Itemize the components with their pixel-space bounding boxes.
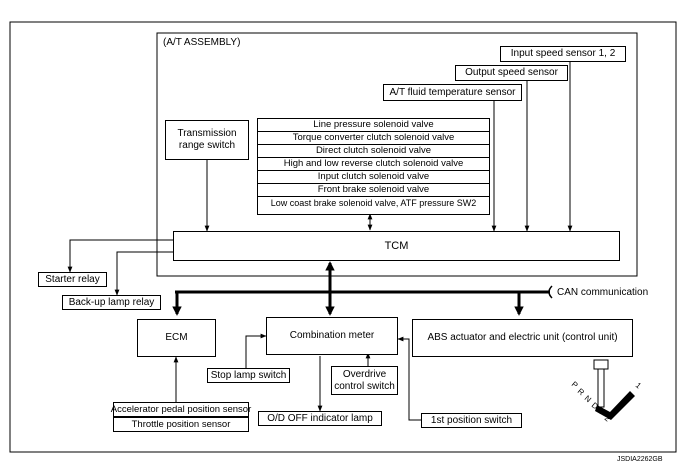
can-bus-end	[548, 285, 553, 299]
gear-letter-r: R	[576, 387, 586, 398]
gear-letter-3: 3	[597, 407, 607, 417]
gear-letter-d: D	[590, 401, 600, 412]
combination-meter: Combination meter	[266, 317, 398, 355]
backup-lamp-relay: Back-up lamp relay	[62, 295, 161, 310]
wire-stop-lamp	[245, 333, 267, 368]
gear-letter-2: 2	[603, 414, 613, 424]
figure-code: JSDIA2262GB	[617, 456, 663, 463]
range-switch-line1: Transmission	[177, 128, 237, 139]
can-communication-label: CAN communication	[557, 287, 649, 298]
gear-letters: P R N D 3 2 1	[570, 380, 644, 424]
od-off-indicator-lamp: O/D OFF indicator lamp	[258, 411, 382, 426]
shift-lever-icon	[593, 359, 635, 420]
input-speed-sensor: Input speed sensor 1, 2	[500, 46, 626, 62]
gear-letter-n: N	[583, 394, 593, 405]
valve-front-brake: Front brake solenoid valve	[258, 184, 489, 197]
valve-torque-converter: Torque converter clutch solenoid valve	[258, 132, 489, 145]
gear-letter-p: P	[570, 380, 580, 390]
transmission-range-switch: Transmission range switch	[165, 120, 249, 160]
valve-line-pressure: Line pressure solenoid valve	[258, 119, 489, 132]
outer-frame	[9, 21, 677, 453]
valve-input-clutch: Input clutch solenoid valve	[258, 171, 489, 184]
stop-lamp-switch: Stop lamp switch	[207, 368, 290, 383]
wire-first-position	[397, 336, 421, 421]
overdrive-control-switch: Overdrive control switch	[331, 366, 398, 395]
wire-backup-relay	[114, 251, 173, 296]
assembly-label: (A/T ASSEMBLY)	[163, 37, 241, 48]
gear-letter-1: 1	[634, 381, 644, 391]
first-position-switch: 1st position switch	[421, 413, 522, 428]
output-speed-sensor: Output speed sensor	[455, 65, 568, 81]
abs-control-unit: ABS actuator and electric unit (control …	[412, 319, 633, 357]
valve-direct-clutch: Direct clutch solenoid valve	[258, 145, 489, 158]
solenoid-valve-stack	[257, 118, 490, 215]
valve-low-coast-brake: Low coast brake solenoid valve, ATF pres…	[270, 198, 477, 208]
range-switch-line2: range switch	[178, 140, 236, 151]
accelerator-pedal-sensor: Accelerator pedal position sensor	[111, 402, 251, 417]
overdrive-line2: control switch	[334, 380, 395, 392]
ecm-box: ECM	[137, 319, 216, 357]
overdrive-line1: Overdrive	[342, 368, 387, 380]
starter-relay: Starter relay	[38, 272, 107, 287]
valve-high-low-reverse: High and low reverse clutch solenoid val…	[258, 158, 489, 171]
at-assembly-boundary	[156, 32, 638, 277]
wire-starter-relay	[67, 239, 173, 273]
tcm-box: TCM	[173, 231, 620, 261]
throttle-position-sensor: Throttle position sensor	[113, 417, 249, 432]
fluid-temp-sensor: A/T fluid temperature sensor	[383, 84, 522, 101]
